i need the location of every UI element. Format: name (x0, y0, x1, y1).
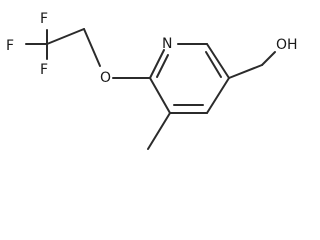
fluorine-label-lower: F (40, 62, 48, 78)
bond-ring-c5-c6 (149, 77, 171, 114)
bond-ring-c2-c3-inner (205, 51, 222, 78)
fluorine-label-left: F (6, 38, 14, 54)
bond-ch2-hydroxyl (261, 51, 276, 66)
bond-ring-methyl (147, 112, 171, 150)
hydroxyl-label: OH (276, 37, 298, 53)
chemical-structure-diagram: F F F O N OH (6, 11, 298, 150)
fluorine-label-upper: F (40, 11, 48, 27)
bond-cf3-ch2 (46, 28, 85, 45)
bond-ring-c3-c4 (206, 77, 230, 114)
bond-ring-c6-n-inner (156, 54, 169, 78)
bond-ch2-oxygen (83, 28, 101, 67)
ring-nitrogen-label: N (162, 36, 172, 52)
bond-ring-ch2oh (228, 64, 263, 79)
bond-ring-c2-c3 (206, 43, 230, 79)
bond-ring-c6-n (149, 49, 165, 79)
ether-oxygen-label: O (100, 70, 111, 86)
